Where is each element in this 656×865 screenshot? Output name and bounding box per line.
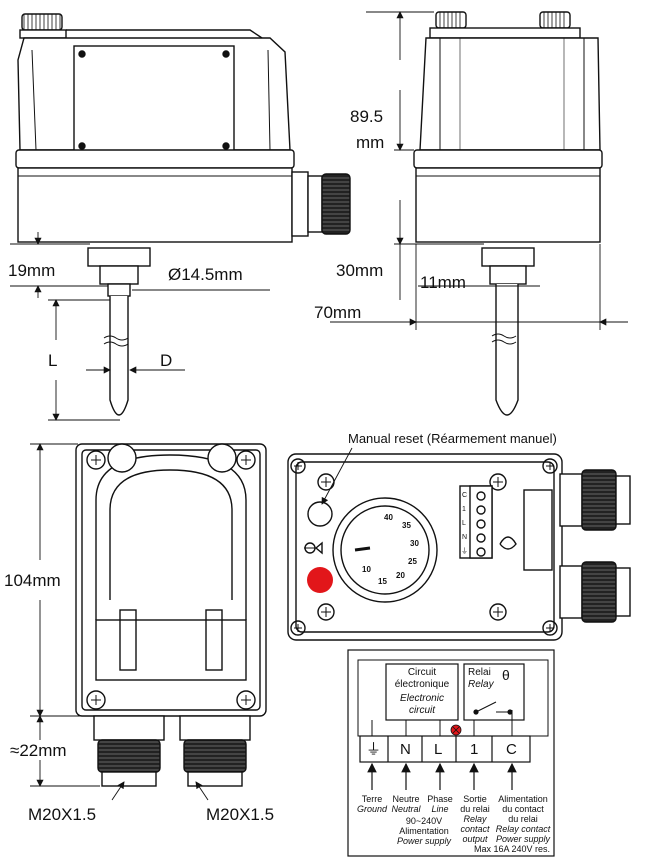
terminal-c: C <box>506 741 517 758</box>
red-indicator <box>307 567 333 593</box>
dim-D: D <box>160 351 173 370</box>
dim-diameter: Ø14.5mm <box>168 265 243 284</box>
front-dimensions <box>10 232 270 421</box>
circuit-en: Electronic <box>400 693 444 704</box>
tb-label-1: 1 <box>462 506 466 513</box>
terminal-l: L <box>434 741 443 758</box>
dim-70mm: 70mm <box>314 303 362 322</box>
tb-label-ground: ⏚ <box>461 548 468 555</box>
dial-scale-40: 40 <box>384 513 393 522</box>
dial-scale-35: 35 <box>402 521 411 530</box>
tb-label-c: C <box>462 492 468 499</box>
terminal-ground: ⏚ <box>366 741 382 758</box>
dim-30mm: 30mm <box>336 261 384 280</box>
dim-19mm: 19mm <box>8 261 56 280</box>
dial-scale-30: 30 <box>410 539 419 548</box>
tb-label-l: L <box>462 520 466 527</box>
terminal-n: N <box>400 741 411 758</box>
circuit-fr2: électronique <box>394 679 450 690</box>
side-view <box>413 11 603 416</box>
circuit-en2: circuit <box>408 705 436 716</box>
relai-en: Relay <box>468 679 494 690</box>
dim-mm: mm <box>356 133 385 152</box>
relai-fr: Relai <box>468 667 491 678</box>
manual-reset-leader <box>321 447 353 505</box>
dim-11mm: 11mm <box>420 273 466 292</box>
circuit-fr: Circuit <box>407 667 437 678</box>
dial-scale-25: 25 <box>408 557 417 566</box>
front-view <box>15 13 351 416</box>
dial-scale-20: 20 <box>396 571 405 580</box>
dial-scale-10: 10 <box>362 565 371 574</box>
dim-104mm: 104mm <box>4 571 61 590</box>
top-dimensions <box>30 443 209 801</box>
caption-max: Max 16A 240V res. <box>473 844 551 854</box>
open-view <box>287 453 631 641</box>
dim-22mm: ≈22mm <box>10 741 67 760</box>
wiring-diagram <box>347 649 555 857</box>
dial-scale-15: 15 <box>378 577 387 586</box>
top-view <box>75 443 267 787</box>
dim-L: L <box>48 351 58 370</box>
manual-reset-label: Manual reset (Réarmement manuel) <box>348 431 557 446</box>
dim-89-5: 89.5 <box>350 107 384 126</box>
theta-symbol: θ <box>502 667 510 683</box>
tb-label-n: N <box>462 534 468 541</box>
gland-thread-left: M20X1.5 <box>28 805 97 824</box>
gland-thread-right: M20X1.5 <box>206 805 275 824</box>
terminal-1: 1 <box>470 741 479 758</box>
side-dimensions <box>330 11 628 330</box>
